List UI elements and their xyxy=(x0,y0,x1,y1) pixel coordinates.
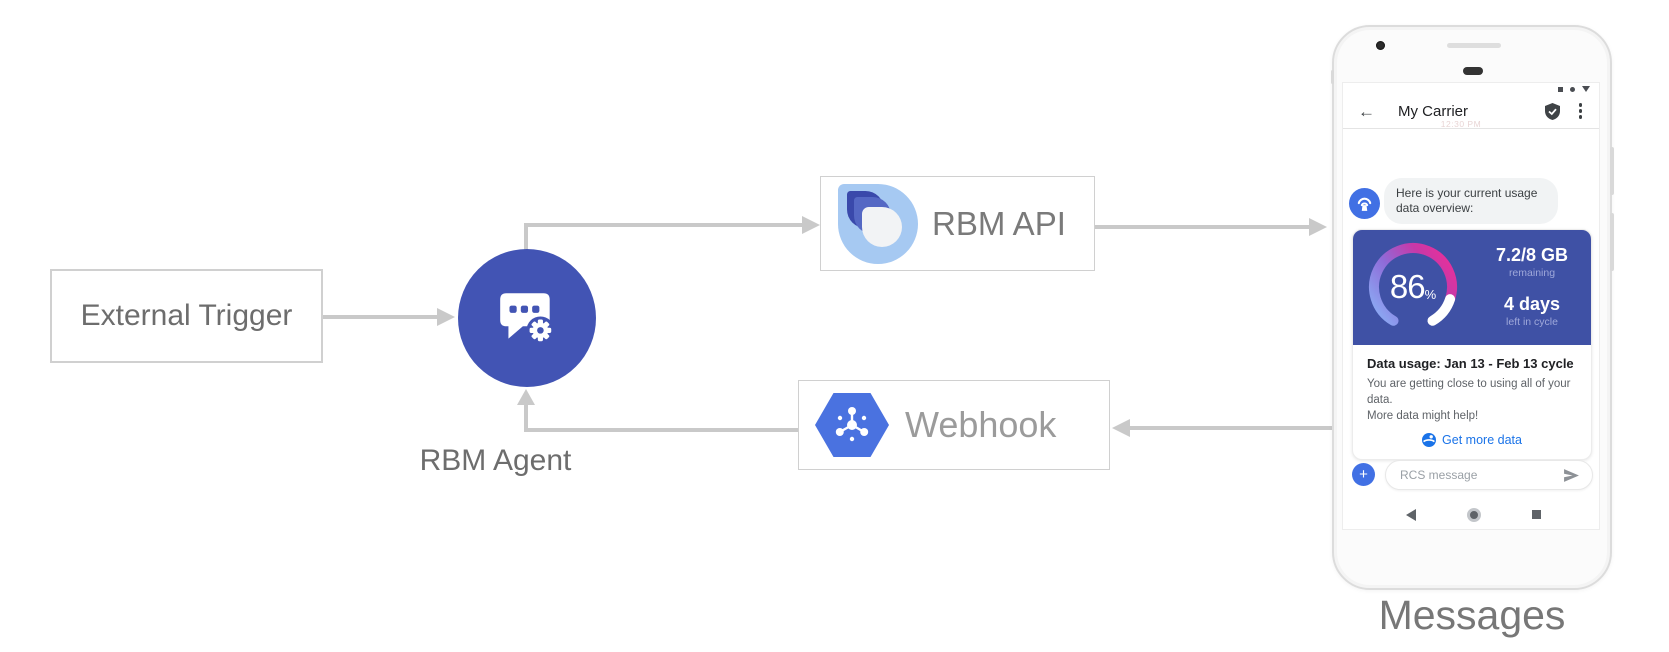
android-back-icon[interactable] xyxy=(1406,509,1416,521)
rbm-api-node: RBM API xyxy=(820,176,1095,271)
connector-webhook-to-agent xyxy=(524,428,799,432)
phone-screen: ← My Carrier 12:30 PM Here is your curre… xyxy=(1342,82,1600,530)
header-divider xyxy=(1343,128,1599,129)
agent-message-bubble: Here is your current usage data overview… xyxy=(1384,178,1558,224)
webhook-node: Webhook xyxy=(798,380,1110,470)
cloud-pubsub-hexagon-icon xyxy=(815,393,889,457)
usage-card-text-line1: You are getting close to using all of yo… xyxy=(1367,378,1571,406)
send-icon[interactable] xyxy=(1563,468,1580,483)
usage-card-title: Data usage: Jan 13 - Feb 13 cycle xyxy=(1367,356,1574,371)
volume-button xyxy=(1610,213,1614,271)
connector-api-to-phone xyxy=(1095,225,1311,229)
webhook-label: Webhook xyxy=(905,404,1057,445)
usage-gauge-panel: 86% 7.2/8 GB remaining 4 days left in cy… xyxy=(1353,230,1591,345)
rbm-api-logo-icon xyxy=(838,183,918,264)
sim-tray xyxy=(1331,70,1334,84)
front-camera-dot xyxy=(1376,41,1385,50)
connector-webhook-up xyxy=(524,404,528,432)
status-triangle-icon xyxy=(1582,86,1590,92)
external-trigger-label: External Trigger xyxy=(80,299,293,332)
status-bar-icons xyxy=(1558,86,1590,92)
speaker-slot xyxy=(1447,43,1501,48)
back-arrow-icon[interactable]: ← xyxy=(1358,101,1375,121)
conversation-title: My Carrier xyxy=(1398,102,1468,120)
usage-rich-card: 86% 7.2/8 GB remaining 4 days left in cy… xyxy=(1352,229,1592,460)
rbm-agent-node xyxy=(458,249,596,387)
usage-card-text-line2: More data might help! xyxy=(1367,410,1479,422)
rcs-message-input[interactable] xyxy=(1398,467,1563,483)
earpiece xyxy=(1463,67,1483,75)
gauge-percent: 86% xyxy=(1389,268,1437,305)
rbm-agent-label: RBM Agent xyxy=(419,444,572,477)
get-more-data-label: Get more data xyxy=(1442,433,1522,447)
rbm-api-label: RBM API xyxy=(932,204,1066,242)
conversation-header: ← My Carrier xyxy=(1343,96,1599,126)
get-more-data-action[interactable]: Get more data xyxy=(1367,433,1577,447)
arrowhead-phone-to-webhook xyxy=(1112,419,1130,437)
status-dot-icon xyxy=(1570,86,1575,92)
verified-shield-icon xyxy=(1544,102,1560,120)
carrier-agent-avatar xyxy=(1349,188,1380,219)
attach-plus-button[interactable]: + xyxy=(1352,463,1375,486)
phone-mockup: ← My Carrier 12:30 PM Here is your curre… xyxy=(1331,25,1614,590)
days-left-label: left in cycle xyxy=(1506,316,1558,328)
messages-caption: Messages xyxy=(1378,592,1566,638)
arrowhead-api-to-phone xyxy=(1309,218,1327,236)
faint-timestamp: 12:30 PM xyxy=(1440,119,1482,129)
arrowhead-webhook-to-agent xyxy=(517,389,535,405)
data-usage-gauge xyxy=(1369,243,1457,326)
message-composer xyxy=(1385,460,1593,490)
data-remaining-value: 7.2/8 GB xyxy=(1495,245,1569,265)
usage-card-body: Data usage: Jan 13 - Feb 13 cycle You ar… xyxy=(1353,345,1591,459)
arrowhead-trigger-to-agent xyxy=(437,308,455,326)
globe-icon xyxy=(1422,433,1437,447)
status-square-icon xyxy=(1558,86,1563,92)
chat-gear-icon xyxy=(500,293,555,345)
days-left-value: 4 days xyxy=(1503,294,1561,314)
android-home-icon[interactable] xyxy=(1467,508,1481,522)
power-button xyxy=(1610,147,1614,195)
overflow-menu-icon[interactable] xyxy=(1577,101,1585,121)
connector-trigger-to-agent xyxy=(323,315,439,319)
connector-agent-up xyxy=(524,223,528,252)
data-remaining-label: remaining xyxy=(1508,267,1556,279)
external-trigger-node: External Trigger xyxy=(50,269,323,363)
connector-phone-to-webhook xyxy=(1130,426,1334,430)
antenna-icon xyxy=(1357,197,1372,211)
connector-agent-to-api xyxy=(524,223,804,227)
android-recents-icon[interactable] xyxy=(1532,510,1541,519)
arrowhead-agent-to-api xyxy=(802,216,820,234)
usage-stats: 7.2/8 GB remaining 4 days left in cycle xyxy=(1479,245,1585,328)
